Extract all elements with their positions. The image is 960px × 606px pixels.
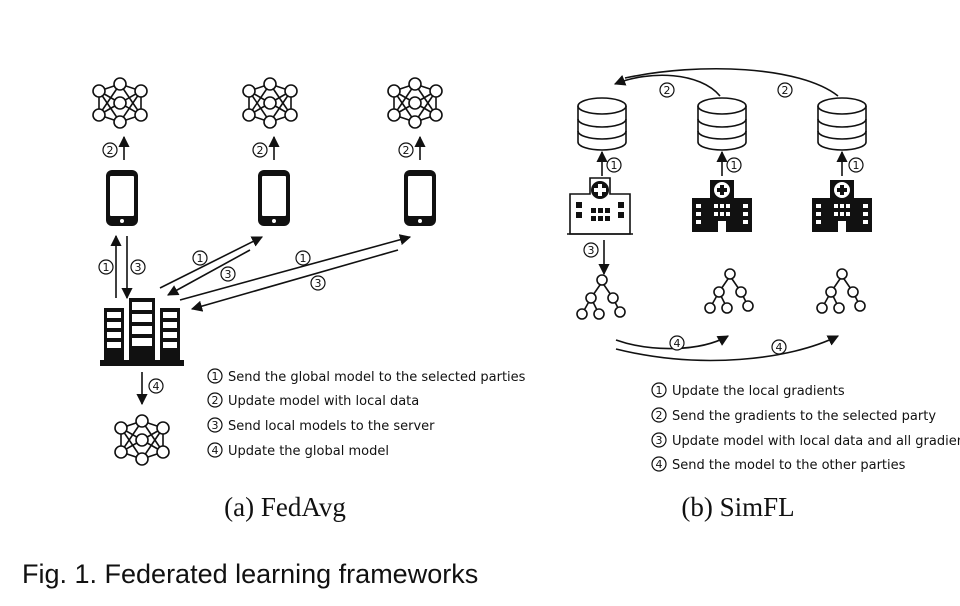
database-icon	[577, 97, 627, 151]
svg-text:4: 4	[212, 444, 219, 457]
svg-text:2: 2	[107, 144, 114, 157]
svg-text:Update the local gradients: Update the local gradients	[672, 384, 845, 399]
step-marker: 1	[606, 157, 622, 173]
legend-item: 3 Send local models to the server	[207, 417, 435, 434]
svg-text:Send the model to the other pa: Send the model to the other parties	[672, 458, 906, 473]
step-marker: 4	[771, 339, 787, 355]
neural-network-icon	[92, 77, 148, 129]
hospital-icon	[812, 180, 872, 232]
legend-item: 2 Update model with local data	[207, 392, 419, 409]
legend-item: 2 Send the gradients to the selected par…	[651, 407, 936, 424]
step-marker: 3	[130, 259, 146, 275]
legend-item: 3 Update model with local data and all g…	[651, 432, 960, 449]
step-marker: 2	[252, 142, 268, 158]
figure-caption: Fig. 1. Federated learning frameworks	[22, 559, 478, 589]
svg-text:2: 2	[656, 409, 663, 422]
simfl-legend: 1 Update the local gradients 2 Send the …	[651, 382, 960, 473]
svg-text:3: 3	[212, 419, 219, 432]
legend-item: 4 Send the model to the other parties	[651, 456, 906, 473]
neural-network-icon	[114, 414, 170, 466]
svg-text:1: 1	[656, 384, 663, 397]
svg-text:3: 3	[656, 434, 663, 447]
hospital-icon	[692, 180, 752, 232]
legend-item: 1 Update the local gradients	[651, 382, 845, 399]
svg-text:Send local models to the serve: Send local models to the server	[228, 419, 435, 434]
step-marker: 2	[102, 142, 118, 158]
step-marker: 1	[726, 157, 742, 173]
svg-text:1: 1	[197, 252, 204, 265]
step-marker: 1	[98, 259, 114, 275]
svg-text:2: 2	[782, 84, 789, 97]
decision-tree-icon	[816, 268, 866, 314]
step-marker: 4	[669, 335, 685, 351]
svg-text:4: 4	[776, 341, 783, 354]
step-marker: 3	[220, 266, 236, 282]
simfl-subtitle: (b) SimFL	[681, 492, 794, 522]
svg-text:Update model with local data a: Update model with local data and all gra…	[672, 434, 960, 449]
svg-text:3: 3	[225, 268, 232, 281]
svg-text:4: 4	[656, 458, 663, 471]
svg-text:1: 1	[212, 370, 219, 383]
database-icon	[817, 97, 867, 151]
neural-network-icon	[242, 77, 298, 129]
svg-text:1: 1	[611, 159, 618, 172]
svg-text:1: 1	[300, 252, 307, 265]
svg-text:2: 2	[212, 394, 219, 407]
svg-text:3: 3	[315, 277, 322, 290]
svg-text:4: 4	[674, 337, 681, 350]
svg-text:Update the global model: Update the global model	[228, 444, 389, 459]
server-rack-icon	[100, 298, 184, 366]
svg-text:1: 1	[731, 159, 738, 172]
step-marker: 3	[310, 275, 326, 291]
fedavg-legend: 1 Send the global model to the selected …	[207, 368, 526, 459]
step-marker: 1	[192, 250, 208, 266]
step-marker: 2	[777, 82, 793, 98]
svg-text:Send the global model to the s: Send the global model to the selected pa…	[228, 370, 526, 385]
svg-text:1: 1	[103, 261, 110, 274]
svg-text:Send the gradients to the sele: Send the gradients to the selected party	[672, 409, 936, 424]
svg-text:2: 2	[403, 144, 410, 157]
svg-text:1: 1	[853, 159, 860, 172]
fedavg-subtitle: (a) FedAvg	[224, 492, 346, 522]
step-marker: 1	[295, 250, 311, 266]
decision-tree-icon	[576, 274, 626, 320]
neural-network-icon	[387, 77, 443, 129]
svg-text:2: 2	[664, 84, 671, 97]
database-icon	[697, 97, 747, 151]
fedavg-panel: 2 2 2 1 3 1 3	[92, 77, 526, 522]
smartphone-icon	[404, 170, 436, 226]
svg-text:2: 2	[257, 144, 264, 157]
step-marker: 2	[659, 82, 675, 98]
decision-tree-icon	[704, 268, 754, 314]
step-marker: 1	[848, 157, 864, 173]
legend-item: 4 Update the global model	[207, 442, 389, 459]
smartphone-icon	[258, 170, 290, 226]
simfl-panel: 2 2 1 1 1 3	[566, 67, 960, 522]
step-marker: 2	[398, 142, 414, 158]
svg-text:3: 3	[135, 261, 142, 274]
smartphone-icon	[106, 170, 138, 226]
step-marker: 3	[583, 242, 599, 258]
svg-text:3: 3	[588, 244, 595, 257]
svg-text:Update model with local data: Update model with local data	[228, 394, 419, 409]
svg-text:4: 4	[153, 380, 160, 393]
step-marker: 4	[148, 378, 164, 394]
legend-item: 1 Send the global model to the selected …	[207, 368, 526, 385]
hospital-icon	[566, 177, 634, 235]
